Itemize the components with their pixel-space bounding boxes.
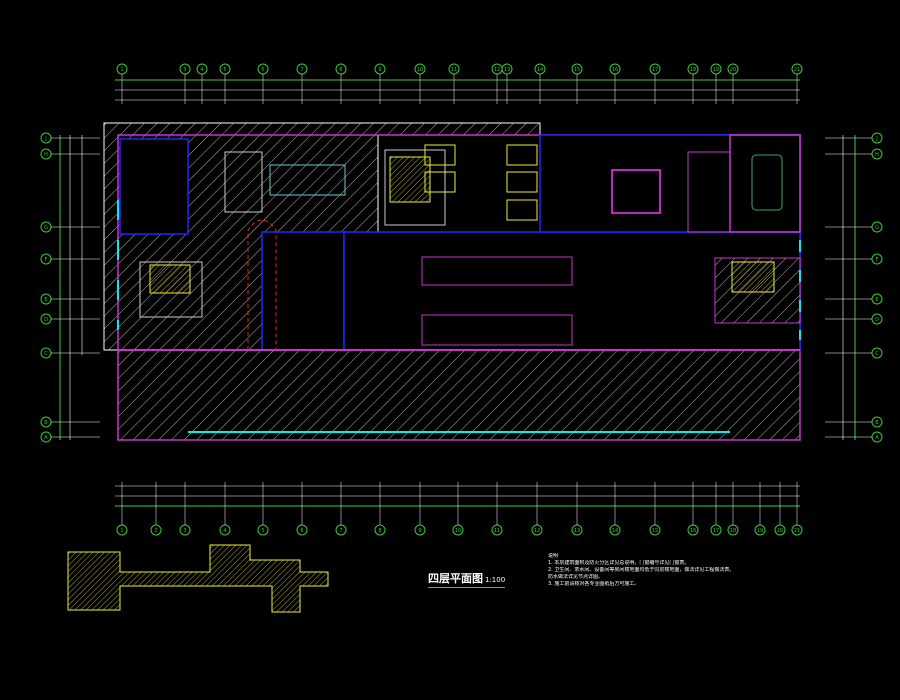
axis-label: G — [44, 225, 48, 231]
scale-text: 1:100 — [485, 576, 506, 584]
axis-label: H — [875, 152, 879, 158]
axis-label: C — [44, 351, 48, 357]
axis-label: 7 — [300, 67, 303, 73]
axis-label: 20 — [730, 67, 736, 73]
building-outline — [103, 122, 801, 441]
axis-label: 20 — [777, 528, 783, 534]
axis-label: 9 — [378, 67, 381, 73]
axis-label: F — [45, 257, 48, 263]
axis-label: 21 — [794, 528, 800, 534]
axis-label: 14 — [612, 528, 618, 534]
axis-label: 8 — [339, 67, 342, 73]
axis-label: 1 — [120, 528, 123, 534]
axis-label: 8 — [378, 528, 381, 534]
axis-label: B — [44, 420, 48, 426]
site-plan-key — [67, 544, 329, 613]
axis-label: A — [875, 435, 879, 441]
axis-label: 15 — [652, 528, 658, 534]
axis-label: 7 — [339, 528, 342, 534]
notes-heading: 说明 — [548, 553, 559, 559]
axis-label: G — [875, 225, 879, 231]
axis-label: 6 — [300, 528, 303, 534]
axis-label: 18 — [690, 67, 696, 73]
note-line: 防水做法详见节点详图。 — [548, 574, 604, 580]
axis-label: 13 — [574, 528, 580, 534]
axis-label: 19 — [757, 528, 763, 534]
axis-label: F — [876, 257, 879, 263]
axis-label: 4 — [223, 528, 226, 534]
axis-label: D — [875, 317, 879, 323]
axis-label: 17 — [713, 528, 719, 534]
axis-label: 2 — [154, 528, 157, 534]
axis-label: E — [44, 297, 47, 303]
axis-label: 16 — [612, 67, 618, 73]
drawing-notes: 说明 1. 本层建筑面积及防火分区详见总说明，门窗编号详见门窗表。 2. 卫生间… — [548, 553, 848, 588]
axis-label: 21 — [794, 67, 800, 73]
axis-label: 18 — [730, 528, 736, 534]
axis-label: 13 — [504, 67, 510, 73]
axis-label: 10 — [455, 528, 461, 534]
axis-label: 11 — [451, 67, 457, 73]
axis-label: 17 — [652, 67, 658, 73]
axis-label: 11 — [494, 528, 500, 534]
axis-label: 1 — [120, 67, 123, 73]
axis-label: 12 — [494, 67, 500, 73]
axis-label: J — [875, 136, 877, 142]
axis-label: 9 — [418, 528, 421, 534]
axis-label: A — [44, 435, 48, 441]
axis-label: 3 — [183, 67, 186, 73]
title-text: 四层平面图 — [428, 572, 483, 585]
axis-label: 15 — [574, 67, 580, 73]
axis-label: 16 — [690, 528, 696, 534]
axis-label: 3 — [183, 528, 186, 534]
note-line: 3. 施工前请核对各专业图纸后方可施工。 — [548, 581, 640, 587]
axis-label: 5 — [223, 67, 226, 73]
axis-label: 19 — [713, 67, 719, 73]
axis-label: J — [44, 136, 46, 142]
note-line: 1. 本层建筑面积及防火分区详见总说明，门窗编号详见门窗表。 — [548, 560, 690, 566]
note-line: 2. 卫生间、茶水间、设备间等房间楼地面均低于同层楼地面，做法详见工程做法表。 — [548, 567, 735, 573]
axis-label: C — [875, 351, 879, 357]
axis-label: D — [44, 317, 48, 323]
axis-label: 10 — [417, 67, 423, 73]
axis-label: B — [875, 420, 879, 426]
axis-label: 4 — [200, 67, 203, 73]
axis-label: E — [875, 297, 878, 303]
axis-label: H — [44, 152, 48, 158]
axis-label: 5 — [261, 528, 264, 534]
axis-label: 14 — [537, 67, 543, 73]
axis-label: 6 — [261, 67, 264, 73]
axis-label: 12 — [534, 528, 540, 534]
